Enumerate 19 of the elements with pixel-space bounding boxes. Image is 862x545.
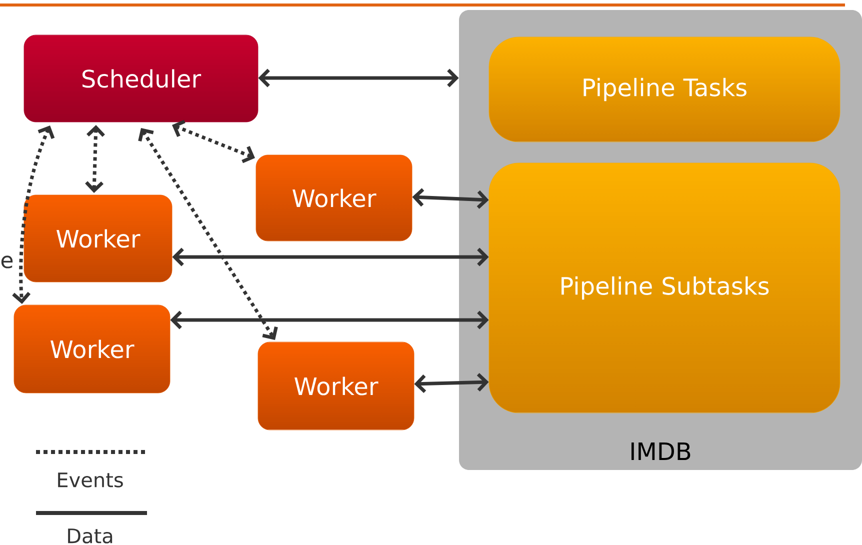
arrow [85, 125, 105, 193]
arrow [412, 188, 489, 209]
worker-box: Worker [256, 154, 412, 242]
legend-text: Data [68, 528, 112, 544]
legend-text: Events [58, 472, 123, 488]
arrow [172, 248, 489, 266]
arrow [258, 68, 459, 88]
arrow [12, 126, 55, 304]
cut-off-text: e [1, 256, 13, 268]
arrow [170, 310, 489, 330]
table-box: Pipeline Subtasks [488, 162, 840, 414]
arrow [138, 128, 278, 340]
table-box: Pipeline Tasks [488, 36, 840, 142]
scheduler-box: Scheduler [24, 34, 258, 122]
worker-box: Worker [14, 304, 170, 394]
arrow [414, 373, 489, 393]
worker-box: Worker [24, 194, 172, 282]
worker-box: Worker [258, 342, 414, 430]
arrow [172, 120, 255, 164]
